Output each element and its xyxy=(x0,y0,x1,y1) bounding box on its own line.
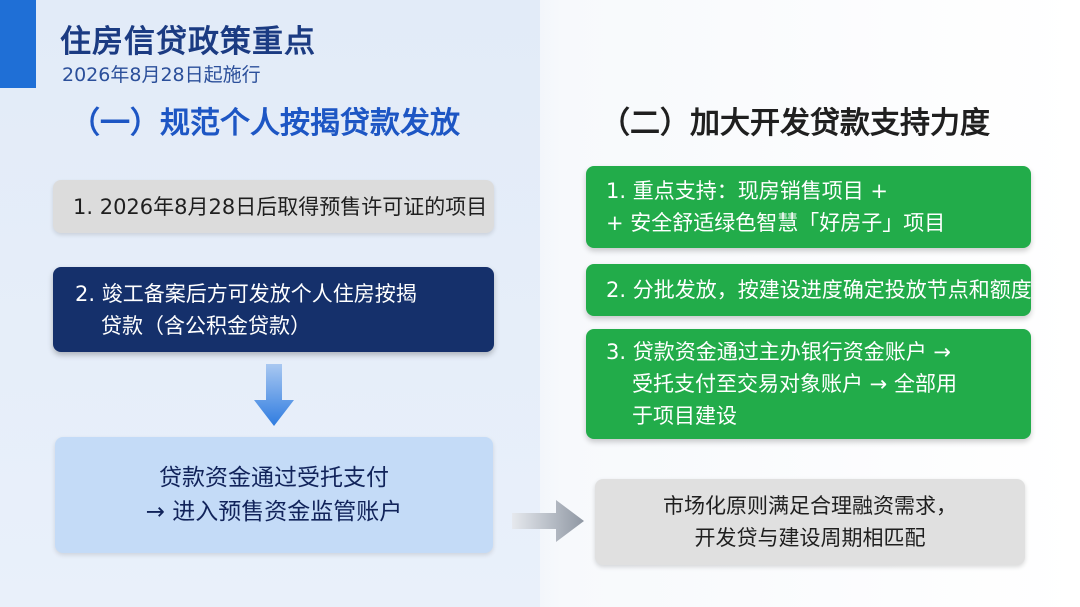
left-step-2-line-2: 贷款（含公积金贷款） xyxy=(101,313,311,338)
right-item-1-box: 1. 重点支持：现房销售项目 + + 安全舒适绿色智慧「好房子」项目 xyxy=(586,166,1031,248)
right-result-line-1: 市场化原则满足合理融资需求， xyxy=(663,494,957,518)
left-section-heading: （一）规范个人按揭贷款发放 xyxy=(70,106,460,141)
down-arrow-icon xyxy=(254,364,294,426)
page-subtitle: 2026年8月28日起施行 xyxy=(62,64,261,86)
left-step-1-text: 1. 2026年8月28日后取得预售许可证的项目 xyxy=(73,194,488,219)
left-result-box: 贷款资金通过受托支付 → 进入预售资金监管账户 xyxy=(55,437,493,553)
page-title: 住房信贷政策重点 xyxy=(60,24,316,60)
right-item-3-line-3: 于项目建设 xyxy=(632,404,737,428)
right-item-3-line-1: 3. 贷款资金通过主办银行资金账户 → xyxy=(606,340,951,364)
right-result-box: 市场化原则满足合理融资需求， 开发贷与建设周期相匹配 xyxy=(595,479,1025,565)
right-arrow-icon xyxy=(512,500,584,542)
left-step-2-box: 2. 竣工备案后方可发放个人住房按揭 贷款（含公积金贷款） xyxy=(53,267,494,352)
left-step-2-line-1: 2. 竣工备案后方可发放个人住房按揭 xyxy=(75,281,417,306)
right-item-2-box: 2. 分批发放，按建设进度确定投放节点和额度 xyxy=(586,264,1032,316)
right-item-1-line-2: + 安全舒适绿色智慧「好房子」项目 xyxy=(606,211,946,235)
title-accent-bar xyxy=(0,0,36,88)
right-item-1-line-1: 1. 重点支持：现房销售项目 + xyxy=(606,179,888,203)
right-item-3-box: 3. 贷款资金通过主办银行资金账户 → 受托支付至交易对象账户 → 全部用 于项… xyxy=(586,329,1031,439)
right-item-3-line-2: 受托支付至交易对象账户 → 全部用 xyxy=(632,372,957,396)
right-result-line-2: 开发贷与建设周期相匹配 xyxy=(694,526,926,550)
right-section-heading: （二）加大开发贷款支持力度 xyxy=(600,106,990,141)
right-item-2-text: 2. 分批发放，按建设进度确定投放节点和额度 xyxy=(606,278,1032,302)
left-result-line-2: → 进入预售资金监管账户 xyxy=(145,499,403,525)
left-step-1-box: 1. 2026年8月28日后取得预售许可证的项目 xyxy=(53,180,494,233)
left-result-line-1: 贷款资金通过受托支付 xyxy=(159,465,389,491)
